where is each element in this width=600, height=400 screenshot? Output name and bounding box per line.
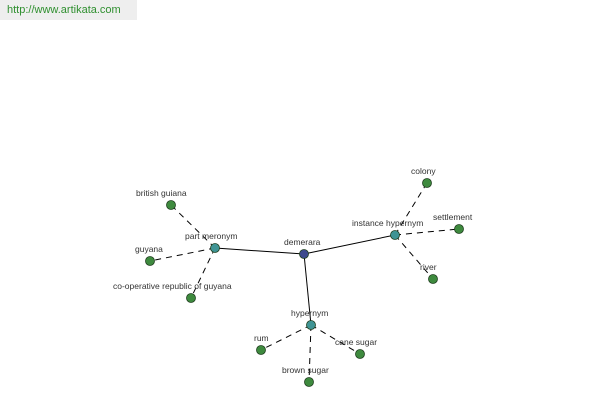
node-label-leaf: british guiana xyxy=(136,188,187,198)
url-bar: http://www.artikata.com xyxy=(0,0,137,20)
node-leaf-co-operative-republic-of-guyana[interactable] xyxy=(186,293,196,303)
node-label-leaf: brown sugar xyxy=(282,365,329,375)
edge-center-to-hypernym xyxy=(303,253,312,326)
edge-part-meronym-to-co-operative-republic-of-guyana xyxy=(190,247,216,299)
node-label-leaf: guyana xyxy=(135,244,163,254)
graph-labels: demerara part meronym british guiana guyana… xyxy=(113,166,473,375)
node-label-leaf: rum xyxy=(254,333,269,343)
node-label-leaf: river xyxy=(420,262,437,272)
edge-instance-hypernym-to-settlement xyxy=(394,228,460,236)
node-label-leaf: cane sugar xyxy=(335,337,377,347)
node-leaf-cane-sugar[interactable] xyxy=(355,349,365,359)
graph-nodes xyxy=(145,178,464,387)
node-leaf-british-guiana[interactable] xyxy=(166,200,176,210)
node-label-leaf: colony xyxy=(411,166,436,176)
edge-part-meronym-to-guyana xyxy=(149,247,216,262)
node-label-relation: instance hypernym xyxy=(352,218,423,228)
edge-instance-hypernym-to-river xyxy=(394,234,434,280)
node-leaf-guyana[interactable] xyxy=(145,256,155,266)
node-leaf-rum[interactable] xyxy=(256,345,266,355)
edge-hypernym-to-cane-sugar xyxy=(310,324,361,355)
graph-edges xyxy=(149,182,460,383)
edge-hypernym-to-brown-sugar xyxy=(308,324,312,383)
edge-center-to-part-meronym xyxy=(214,247,305,255)
node-relation-part-meronym[interactable] xyxy=(210,243,220,253)
node-label-relation: hypernym xyxy=(291,308,328,318)
node-label-center: demerara xyxy=(284,237,321,247)
node-leaf-settlement[interactable] xyxy=(454,224,464,234)
node-leaf-river[interactable] xyxy=(428,274,438,284)
edge-center-to-instance-hypernym xyxy=(303,234,396,255)
node-leaf-colony[interactable] xyxy=(422,178,432,188)
node-label-leaf: co-operative republic of guyana xyxy=(113,281,232,291)
edge-hypernym-to-rum xyxy=(260,324,312,351)
node-label-leaf: settlement xyxy=(433,212,473,222)
site-url-link[interactable]: http://www.artikata.com xyxy=(7,4,121,16)
node-label-relation: part meronym xyxy=(185,231,237,241)
node-center[interactable] xyxy=(299,249,309,259)
node-relation-hypernym[interactable] xyxy=(306,320,316,330)
node-leaf-brown-sugar[interactable] xyxy=(304,377,314,387)
edge-part-meronym-to-british-guiana xyxy=(170,204,216,249)
node-relation-instance-hypernym[interactable] xyxy=(390,230,400,240)
